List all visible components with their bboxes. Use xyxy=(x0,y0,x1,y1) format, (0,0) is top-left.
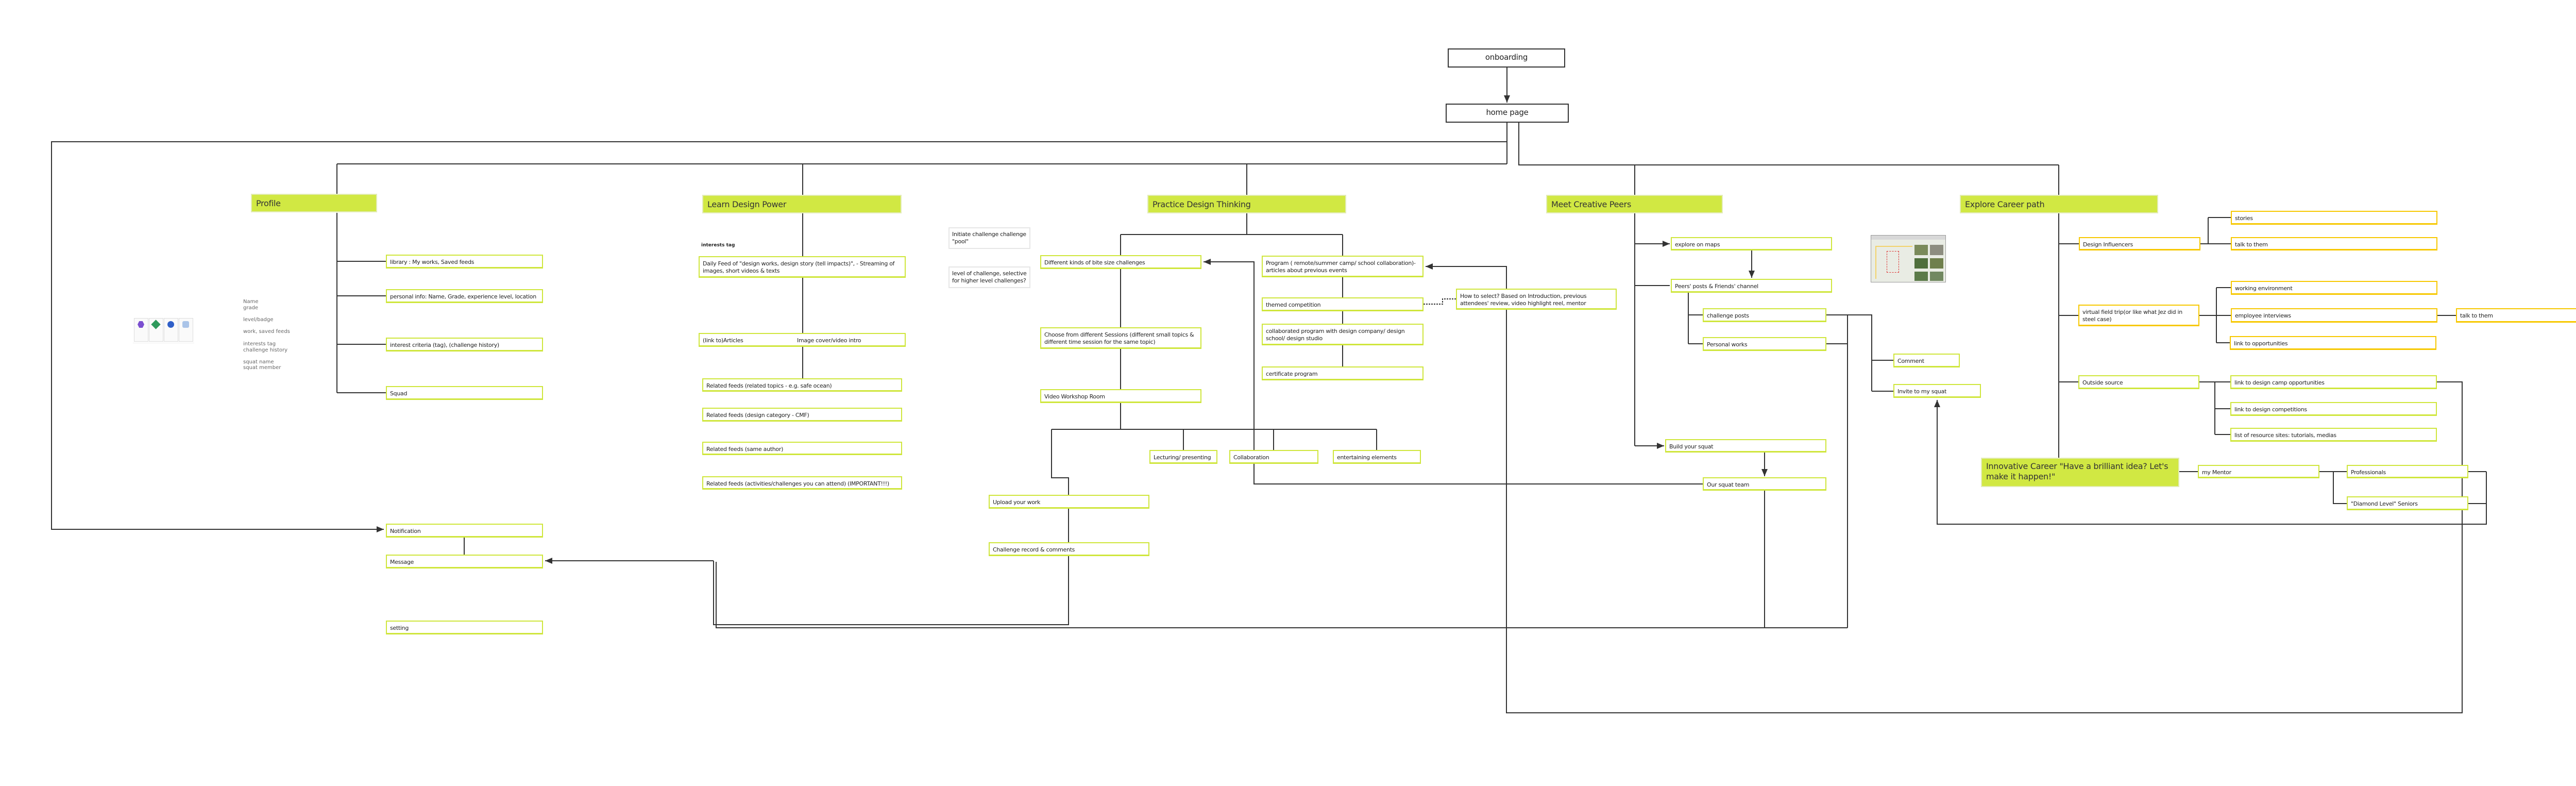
diamond-seniors-node[interactable]: "Diamond Level" Seniors xyxy=(2347,496,2468,510)
comment-node[interactable]: Comment xyxy=(1893,354,1960,367)
link-to-opportunities-node[interactable]: link to opportunities xyxy=(2230,336,2436,350)
setting-node[interactable]: setting xyxy=(386,621,543,634)
badge-card xyxy=(149,318,163,342)
profile-note-squat-name: squat name xyxy=(243,359,274,365)
upload-work-node[interactable]: Upload your work xyxy=(989,495,1149,509)
profile-library-node[interactable]: library : My works, Saved feeds xyxy=(386,255,543,269)
stories-node[interactable]: stories xyxy=(2231,211,2437,225)
collaboration-node[interactable]: Collaboration xyxy=(1229,450,1318,464)
blue-badge-icon xyxy=(167,321,174,328)
related-feeds-topics-node[interactable]: Related feeds (related topics - e.g. saf… xyxy=(702,378,902,392)
design-camp-link-node[interactable]: link to design camp opportunities xyxy=(2230,375,2437,389)
badge-card xyxy=(164,318,178,342)
challenge-level-note: level of challenge, selective for higher… xyxy=(948,266,1030,288)
employee-interviews-node[interactable]: employee interviews xyxy=(2231,308,2437,323)
related-feeds-category-node[interactable]: Related feeds (design category - CMF) xyxy=(702,408,902,422)
notification-node[interactable]: Notification xyxy=(386,524,543,538)
profile-note-name: Name xyxy=(243,299,259,305)
home-page-node[interactable]: home page xyxy=(1446,104,1569,123)
virtual-field-trip-node[interactable]: virtual field trip(or like what Jez did … xyxy=(2078,305,2199,326)
design-competitions-link-node[interactable]: link to design competitions xyxy=(2230,402,2437,416)
themed-competition-node[interactable]: themed competition xyxy=(1262,297,1423,311)
challenge-record-node[interactable]: Challenge record & comments xyxy=(989,542,1149,556)
talk-to-influencers-node[interactable]: talk to them xyxy=(2231,237,2437,250)
profile-section-header[interactable]: Profile xyxy=(251,194,377,212)
professionals-node[interactable]: Professionals xyxy=(2347,465,2468,478)
talk-to-employees-node[interactable]: talk to them xyxy=(2456,308,2576,323)
badges-thumbnail xyxy=(133,313,194,343)
badge-card xyxy=(134,318,148,342)
profile-note-interests: interests tag xyxy=(243,341,276,347)
resource-sites-node[interactable]: list of resource sites: tutorials, media… xyxy=(2230,428,2437,442)
learn-section-header[interactable]: Learn Design Power xyxy=(702,195,902,213)
map-screenshot-thumbnail xyxy=(1871,235,1946,282)
green-badge-icon xyxy=(151,320,161,329)
choose-sessions-node[interactable]: Choose from different Sessions (differen… xyxy=(1040,327,1201,349)
challenge-posts-node[interactable]: challenge posts xyxy=(1703,308,1826,322)
our-squat-team-node[interactable]: Our squat team xyxy=(1703,477,1826,491)
badge-card xyxy=(179,318,193,342)
explore-on-maps-node[interactable]: explore on maps xyxy=(1671,237,1832,250)
image-cover-label: Image cover/video intro xyxy=(797,337,861,344)
video-workshop-room-node[interactable]: Video Workshop Room xyxy=(1040,389,1201,403)
collaborated-program-node[interactable]: collaborated program with design company… xyxy=(1262,324,1423,345)
purple-badge-icon xyxy=(138,321,144,328)
lecturing-node[interactable]: Lecturing/ presenting xyxy=(1149,450,1217,464)
my-mentor-node[interactable]: my Mentor xyxy=(2198,465,2319,478)
career-section-header[interactable]: Explore Career path xyxy=(1960,195,2158,213)
outside-source-node[interactable]: Outside source xyxy=(2078,375,2199,389)
profile-note-works: work, saved feeds xyxy=(243,329,290,335)
peers-posts-node[interactable]: Peers' posts & Friends' channel xyxy=(1671,279,1832,293)
onboarding-node[interactable]: onboarding xyxy=(1448,48,1565,68)
articles-label: (link to)Articles xyxy=(703,337,743,344)
build-squat-node[interactable]: Build your squat xyxy=(1665,439,1826,453)
profile-interest-criteria-node[interactable]: interest criteria (tag), (challenge hist… xyxy=(386,338,543,352)
practice-section-header[interactable]: Practice Design Thinking xyxy=(1147,195,1346,213)
how-to-select-note[interactable]: How to select? Based on Introduction, pr… xyxy=(1456,289,1617,310)
profile-note-squat-member: squat member xyxy=(243,365,281,371)
message-node[interactable]: Message xyxy=(386,555,543,568)
articles-node[interactable]: (link to)Articles Image cover/video intr… xyxy=(699,333,906,347)
related-feeds-author-node[interactable]: Related feeds (same author) xyxy=(702,442,902,455)
related-feeds-activities-node[interactable]: Related feeds (activities/challenges you… xyxy=(702,476,902,490)
profile-personal-info-node[interactable]: personal info: Name, Grade, experience l… xyxy=(386,289,543,303)
entertaining-elements-node[interactable]: entertaining elements xyxy=(1333,450,1421,464)
working-environment-node[interactable]: working environment xyxy=(2231,281,2437,295)
design-influencers-node[interactable]: Design Influencers xyxy=(2079,237,2200,250)
profile-note-level: level/badge xyxy=(243,317,274,323)
personal-works-node[interactable]: Personal works xyxy=(1703,337,1826,351)
peers-section-header[interactable]: Meet Creative Peers xyxy=(1546,195,1723,213)
daily-feed-node[interactable]: Daily Feed of "design works, design stor… xyxy=(699,256,906,278)
interests-tag-label: interests tag xyxy=(701,243,735,248)
initiate-challenge-note: Initiate challenge challenge "pool" xyxy=(948,227,1030,249)
profile-note-grade: grade xyxy=(243,305,259,311)
profile-squad-node[interactable]: Squad xyxy=(386,386,543,400)
bite-size-challenges-node[interactable]: Different kinds of bite size challenges xyxy=(1040,255,1201,269)
innovative-career-header[interactable]: Innovative Career "Have a brilliant idea… xyxy=(1981,458,2179,487)
invite-to-squat-node[interactable]: Invite to my squat xyxy=(1893,384,1981,398)
profile-note-history: challenge history xyxy=(243,347,288,353)
light-badge-icon xyxy=(182,321,189,328)
certificate-program-node[interactable]: certificate program xyxy=(1262,366,1423,380)
program-node[interactable]: Program ( remote/summer camp/ school col… xyxy=(1262,256,1423,277)
